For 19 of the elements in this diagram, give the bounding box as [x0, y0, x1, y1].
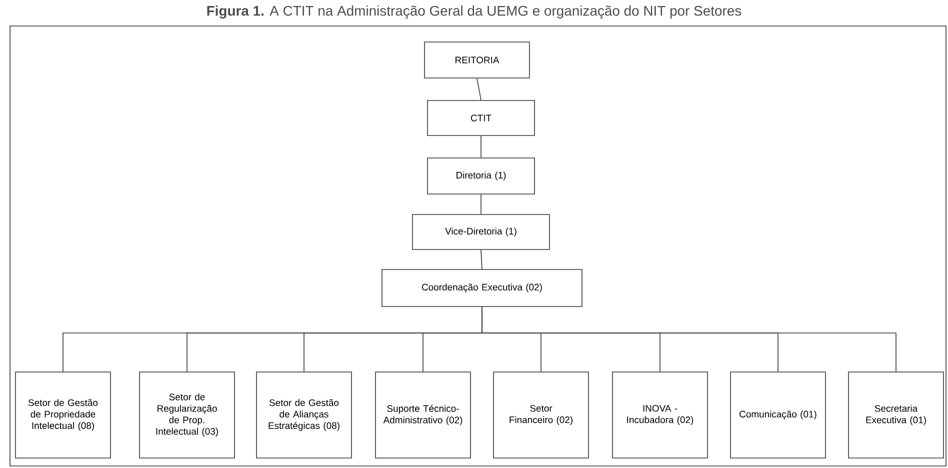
connector-line	[482, 306, 896, 372]
connector-line	[480, 249, 482, 270]
figure-title: Figura 1. A CTIT na Administração Geral da UEMG e organização do NIT por Setores	[207, 6, 742, 19]
org-box: CTIT	[427, 100, 535, 136]
org-box: REITORIA	[424, 42, 530, 78]
org-box: Diretoria (1)	[427, 158, 535, 194]
connector-line	[480, 194, 482, 214]
org-box: Setor de Gestão de Propriedade Intelectual (08)	[15, 372, 111, 458]
connector-line	[476, 78, 482, 100]
org-box: Suporte Técnico-Administrativo (02)	[375, 372, 471, 458]
org-box: INOVA - Incubadora (02)	[612, 372, 708, 458]
org-box: Secretaria Executiva (01)	[848, 372, 944, 458]
org-box: Setor Financeiro (02)	[493, 372, 589, 458]
org-box: Comunicação (01)	[730, 372, 826, 458]
org-box: Coordenação Executiva (02)	[382, 269, 582, 307]
org-box: Setor de Regularização de Prop. Intelectual (03)	[139, 372, 235, 458]
org-box: Vice-Diretoria (1)	[412, 214, 550, 250]
org-box: Setor de Gestão de Alianças Estratégicas (08)	[256, 372, 352, 458]
connector-line	[480, 136, 482, 158]
